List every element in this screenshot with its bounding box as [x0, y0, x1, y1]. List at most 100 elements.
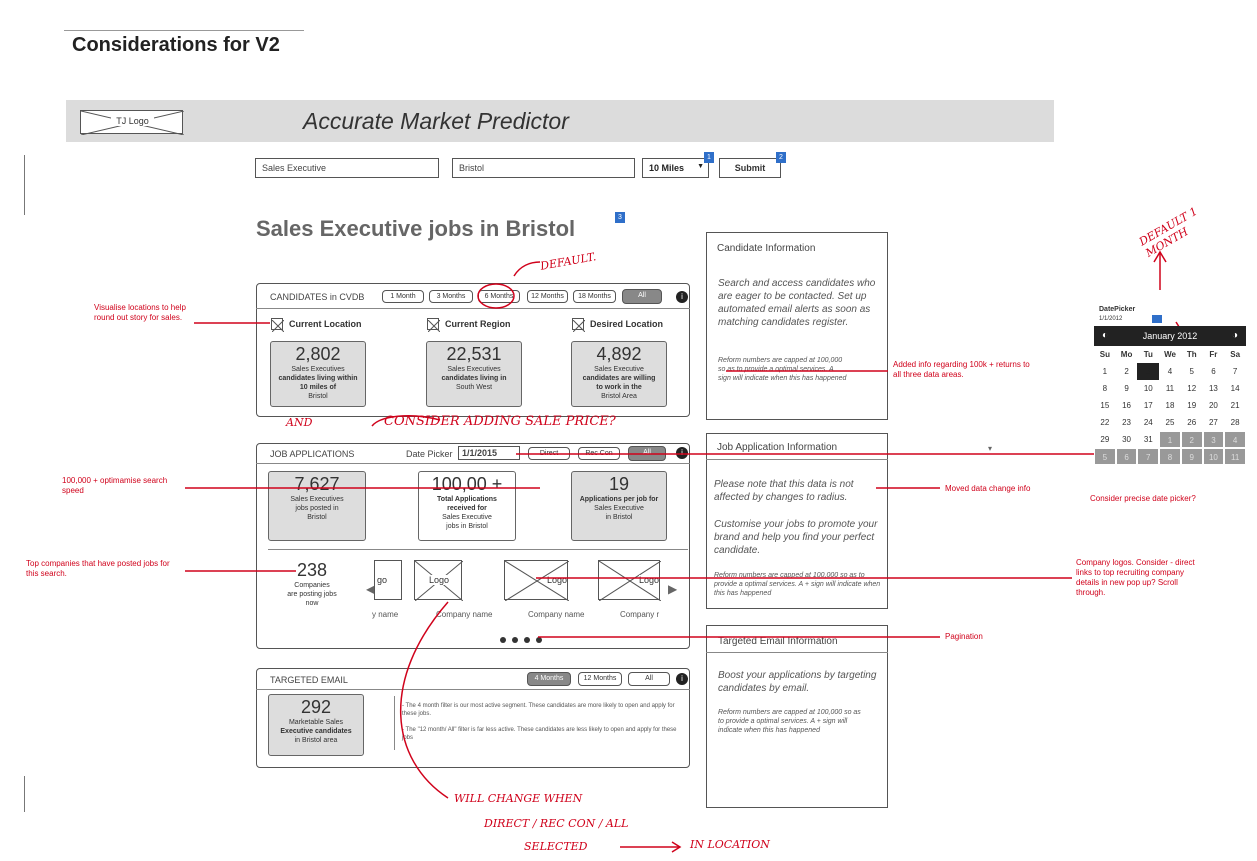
filter-18-months[interactable]: 18 Months: [573, 290, 616, 303]
logo-placeholder[interactable]: TJ Logo: [80, 110, 184, 135]
calendar-day[interactable]: 3: [1137, 363, 1160, 380]
calendar-day[interactable]: 19: [1187, 401, 1197, 410]
calendar-day[interactable]: 7: [1137, 448, 1160, 465]
calendar-day[interactable]: 6: [1115, 448, 1138, 465]
info-icon[interactable]: i: [676, 447, 688, 459]
filter-3-months[interactable]: 3 Months: [429, 290, 473, 303]
stat-line: jobs in Bristol: [446, 523, 488, 530]
calendar-day[interactable]: 21: [1230, 401, 1240, 410]
carousel-prev-icon[interactable]: ◀: [366, 582, 376, 596]
calendar-day[interactable]: 11: [1224, 448, 1246, 465]
calendar-day[interactable]: 23: [1122, 418, 1132, 427]
calendar-day[interactable]: 16: [1122, 401, 1132, 410]
calendar-day[interactable]: 20: [1208, 401, 1218, 410]
filter-12-months-email[interactable]: 12 Months: [578, 672, 622, 686]
stat-marketable: 292 Marketable Sales Executive candidate…: [268, 694, 364, 756]
calendar-day[interactable]: 1: [1102, 367, 1108, 376]
calendar-input[interactable]: 1/1/2012: [1099, 316, 1123, 322]
email-info-title: Targeted Email Information: [718, 636, 838, 647]
current-location-label: Current Location: [289, 319, 362, 329]
calendar-day[interactable]: 8: [1102, 384, 1108, 393]
calendar-day[interactable]: 12: [1187, 384, 1197, 393]
calendar-day[interactable]: 9: [1124, 384, 1129, 393]
calendar-day[interactable]: 5: [1189, 367, 1194, 376]
email-info-panel: [706, 625, 888, 808]
filter-1-month[interactable]: 1 Month: [382, 290, 424, 303]
info-icon[interactable]: i: [676, 291, 688, 303]
pagination-dot[interactable]: [512, 637, 518, 643]
calendar-day[interactable]: 2: [1124, 367, 1129, 376]
desired-location-label: Desired Location: [590, 319, 664, 329]
pagination-dot[interactable]: [500, 637, 506, 643]
calendar-day[interactable]: 24: [1143, 418, 1153, 427]
calendar-day[interactable]: 4: [1167, 367, 1173, 376]
current-location-checkbox[interactable]: [271, 318, 285, 333]
current-region-checkbox[interactable]: [427, 318, 441, 333]
companies-line: are posting jobs: [287, 591, 337, 598]
pagination-dot[interactable]: [524, 637, 530, 643]
calendar-day[interactable]: 9: [1180, 448, 1203, 465]
calendar-day[interactable]: 5: [1094, 448, 1116, 465]
calendar-day[interactable]: 11: [1165, 384, 1175, 393]
calendar-day[interactable]: 10: [1143, 384, 1153, 393]
calendar-day[interactable]: 6: [1211, 367, 1216, 376]
prev-month-icon[interactable]: ◐: [1102, 330, 1109, 341]
submit-button[interactable]: Submit: [719, 158, 781, 178]
calendar-month: January 2012: [1142, 331, 1198, 341]
calendar-day[interactable]: 25: [1165, 418, 1175, 427]
calendar-icon[interactable]: [1152, 315, 1162, 323]
calendar-day[interactable]: 2: [1180, 431, 1203, 448]
company-logo-2[interactable]: Logo: [504, 560, 569, 601]
next-month-icon[interactable]: ◑: [1231, 330, 1238, 341]
calendar-day[interactable]: 3: [1202, 431, 1225, 448]
calendar-day[interactable]: 26: [1187, 418, 1197, 427]
calendar-day[interactable]: 1: [1159, 431, 1181, 448]
filter-12-months[interactable]: 12 Months: [527, 290, 568, 303]
stat-line: in Bristol: [605, 514, 633, 521]
calendar-day[interactable]: 30: [1122, 435, 1132, 444]
radius-select[interactable]: 10 Miles ▼: [642, 158, 709, 178]
desired-location-checkbox[interactable]: [572, 318, 586, 333]
calendar-day[interactable]: 7: [1232, 367, 1238, 376]
calendar-day[interactable]: 27: [1208, 418, 1218, 427]
company-name-3: Company r: [620, 610, 660, 619]
filter-4-months[interactable]: 4 Months: [527, 672, 571, 686]
calendar-day[interactable]: 13: [1208, 384, 1218, 393]
current-region-label: Current Region: [445, 319, 511, 329]
job-info-title: Job Application Information: [717, 442, 838, 453]
date-picker-input[interactable]: 1/1/2015: [458, 446, 520, 460]
carousel-next-icon[interactable]: ▶: [668, 582, 678, 596]
annotation-pagination: Pagination: [945, 632, 983, 641]
stat-value: 292: [300, 697, 332, 717]
job-title-input[interactable]: Sales Executive: [255, 158, 439, 178]
calendar-day[interactable]: 15: [1100, 401, 1110, 410]
stat-line: Marketable Sales: [288, 719, 344, 726]
calendar-day[interactable]: 31: [1143, 435, 1153, 444]
filter-all[interactable]: All: [622, 289, 662, 304]
note-badge-1: 1: [704, 152, 714, 163]
handwritten-in-location: IN LOCATION: [690, 838, 770, 851]
company-logo-1[interactable]: Logo: [414, 560, 463, 601]
stat-line: Bristol Area: [601, 393, 637, 400]
info-icon[interactable]: i: [676, 673, 688, 685]
company-logo-partial[interactable]: go: [374, 560, 402, 600]
calendar-day[interactable]: 29: [1100, 435, 1110, 444]
calendar-day[interactable]: 10: [1202, 448, 1225, 465]
filter-6-months[interactable]: 6 Months: [478, 290, 520, 303]
stat-jobs-posted: 7,627 Sales Executives jobs posted in Br…: [268, 471, 366, 541]
company-logo-3[interactable]: Logo: [598, 560, 661, 601]
app-title: Accurate Market Predictor: [303, 108, 569, 134]
calendar-day[interactable]: 4: [1224, 431, 1246, 448]
pagination-dot[interactable]: [536, 637, 542, 643]
annotation-moved: Moved data change info: [945, 484, 1031, 493]
calendar-day[interactable]: 28: [1230, 418, 1240, 427]
location-input[interactable]: Bristol: [452, 158, 635, 178]
calendar-day[interactable]: 22: [1100, 418, 1110, 427]
calendar-day[interactable]: 18: [1165, 401, 1175, 410]
companies-line: now: [305, 600, 319, 607]
calendar-day[interactable]: 17: [1143, 401, 1153, 410]
calendar-day[interactable]: 8: [1159, 448, 1181, 465]
calendar-day[interactable]: 14: [1230, 384, 1240, 393]
filter-all-email[interactable]: All: [628, 672, 670, 686]
